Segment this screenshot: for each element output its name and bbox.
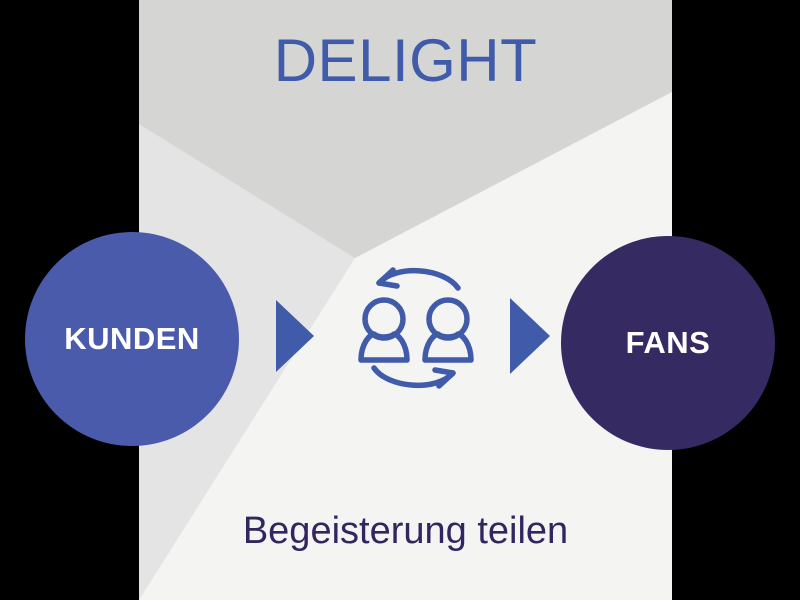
triangle-right-icon-right <box>510 298 550 374</box>
arrow-curved-bottom-head-icon <box>432 367 456 389</box>
chevron-shape <box>139 0 672 258</box>
person-right-body-icon <box>422 331 474 363</box>
triangle-right-icon-left <box>276 300 314 372</box>
slide-caption: Begeisterung teilen <box>242 510 569 552</box>
triangle-right-icon <box>510 298 550 374</box>
node-circle-kunden[interactable]: KUNDEN <box>25 232 239 446</box>
page-title: DELIGHT <box>273 27 538 94</box>
node-label-fans: FANS <box>625 325 711 360</box>
arrow-curved-top-head-icon <box>376 267 400 289</box>
person-left-body-icon <box>358 331 410 363</box>
two-people-cycle-icon <box>358 267 474 389</box>
triangle-right-icon <box>276 300 314 372</box>
node-circle-fans[interactable]: FANS <box>561 236 775 450</box>
node-label-kunden: KUNDEN <box>64 321 200 356</box>
